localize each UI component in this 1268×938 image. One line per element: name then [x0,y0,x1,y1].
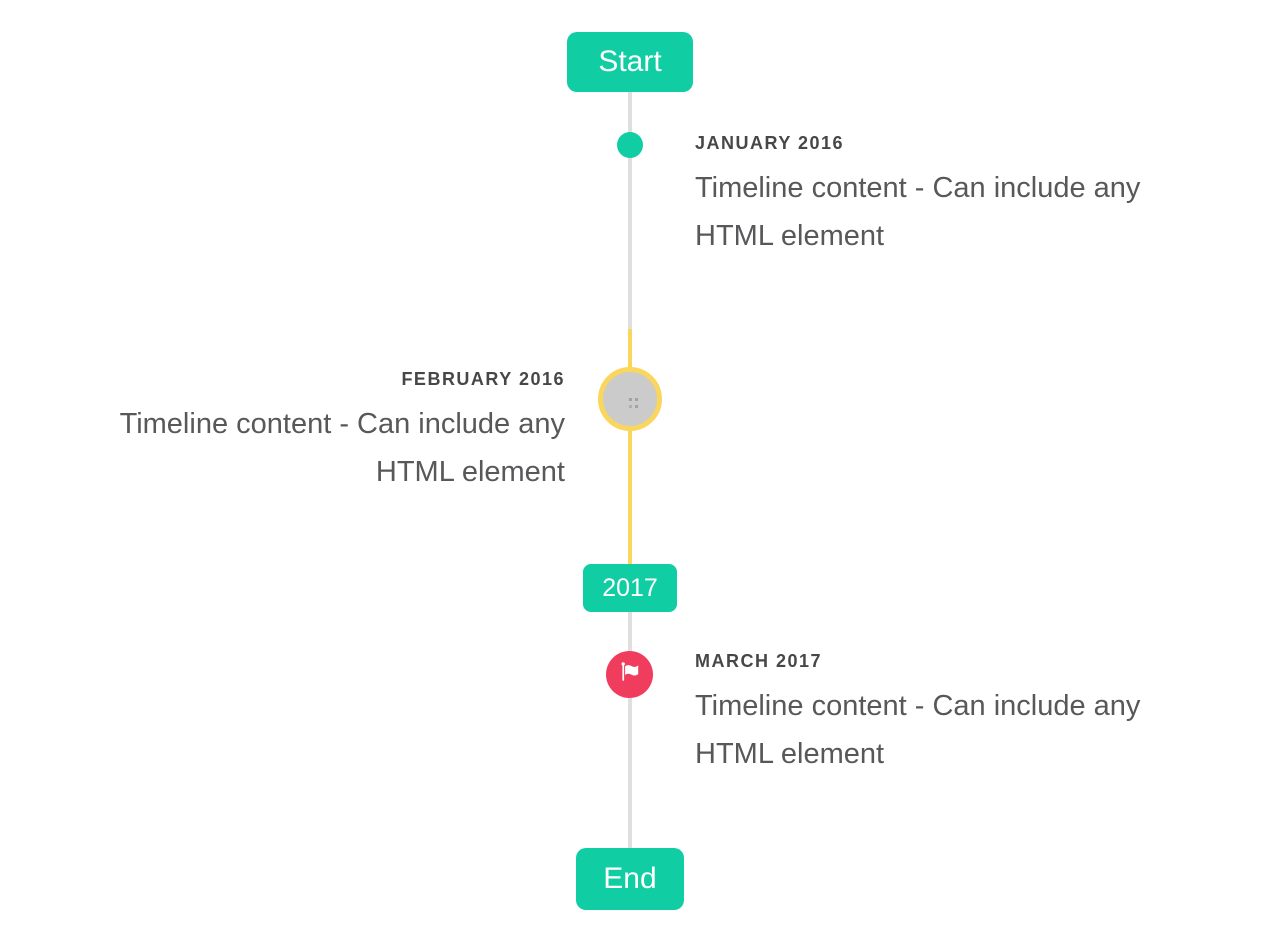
event-label-march: MARCH 2017 [695,651,823,671]
event-content-february: Timeline content - Can include any HTML … [119,408,565,488]
event-label-february: FEBRUARY 2016 [401,369,565,389]
event-marker-dot-january[interactable] [617,132,643,158]
start-badge-label: Start [598,45,662,78]
event-marker-image-february[interactable] [598,367,662,431]
timeline-line-segment-top [628,92,632,329]
start-badge: Start [567,32,693,92]
end-badge-label: End [603,862,657,895]
event-label-january: JANUARY 2016 [695,133,845,153]
year-badge: 2017 [583,564,677,612]
broken-image-icon [628,397,632,401]
flag-icon [618,660,642,689]
event-content-march: Timeline content - Can include any HTML … [695,690,1141,770]
year-badge-label: 2017 [602,573,658,602]
timeline-line-segment-highlight [628,329,632,564]
event-content-january: Timeline content - Can include any HTML … [695,172,1141,252]
end-badge: End [576,848,684,910]
event-marker-flag-march[interactable] [606,651,653,698]
timeline-line-segment-bottom [628,611,632,848]
